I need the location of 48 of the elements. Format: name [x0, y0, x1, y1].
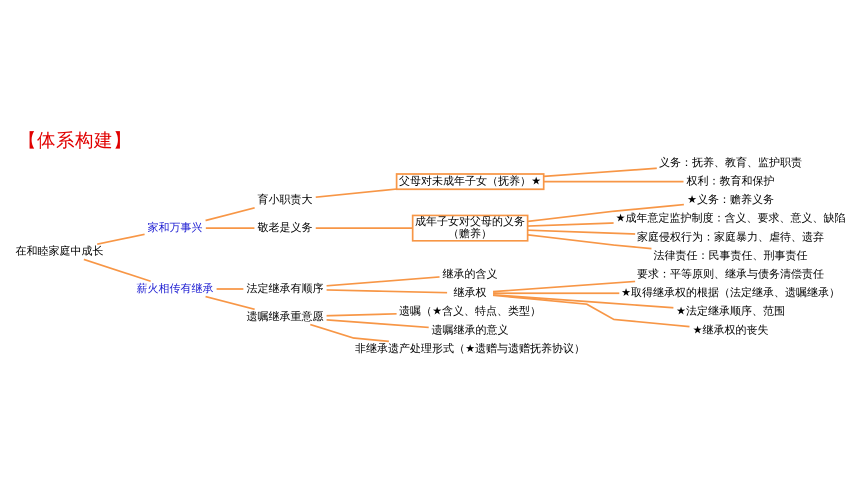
node-text: 在和睦家庭中成长 [16, 244, 104, 258]
connector [528, 228, 636, 234]
node-box: 父母对未成年子女（抚养）★ [396, 172, 545, 190]
node-text: 法定继承有顺序 [246, 281, 324, 294]
connector [528, 222, 614, 226]
connector [205, 295, 255, 310]
connector [544, 166, 657, 177]
node-box: 成年子女对父母的义务 （赡养） [412, 214, 528, 242]
connector [316, 188, 396, 198]
diagram-title: 【体系构建】 [18, 130, 132, 152]
node-text: ★继承权的丧失 [692, 322, 768, 336]
connector [528, 203, 684, 222]
node-text: ★义务：赡养义务 [687, 192, 774, 206]
connector [326, 288, 448, 294]
node-text: 法律责任：民事责任、刑事责任 [654, 248, 808, 262]
connector [326, 312, 397, 316]
connector [492, 294, 690, 327]
node-text: 权利：教育和保护 [686, 174, 775, 188]
connector [310, 323, 389, 342]
node-text: 敬老是义务 [258, 220, 313, 234]
connector [216, 288, 244, 290]
connector [493, 292, 620, 294]
connector [544, 180, 684, 182]
node-text: 遗嘱（★含义、特点、类型） [399, 304, 542, 318]
node-text: 育小职责大 [258, 192, 313, 206]
node-text: 非继承遗产处理形式（★遗赠与遗赠抚养协议） [355, 341, 586, 354]
node-text: 遗嘱继承的意义 [432, 322, 509, 336]
connector [206, 226, 254, 228]
node-text: 薪火相传有继承 [136, 281, 214, 294]
node-text: ★取得继承权的根据（法定继承、遗嘱继承） [621, 286, 840, 299]
connector [205, 206, 255, 221]
connector [97, 232, 145, 244]
connector [84, 258, 151, 282]
connector [326, 276, 440, 286]
connector [493, 280, 636, 292]
node-text: 家和万事兴 [148, 220, 203, 234]
connector [493, 293, 674, 308]
node-text: 义务：抚养、教育、监护职责 [659, 155, 802, 168]
node-text: ★法定继承顺序、范围 [676, 304, 785, 318]
connector [326, 318, 429, 328]
node-text: 遗嘱继承重意愿 [246, 309, 324, 322]
node-text: 要求：平等原则、继承与债务清偿责任 [637, 266, 824, 280]
node-text: ★成年意定监护制度：含义、要求、意义、缺陷 [616, 211, 846, 224]
connector [316, 226, 412, 228]
connector [528, 234, 652, 249]
node-text: 继承权 [454, 286, 487, 299]
node-text: 继承的含义 [442, 266, 498, 280]
node-text: 家庭侵权行为：家庭暴力、虐待、遗弃 [637, 230, 824, 243]
